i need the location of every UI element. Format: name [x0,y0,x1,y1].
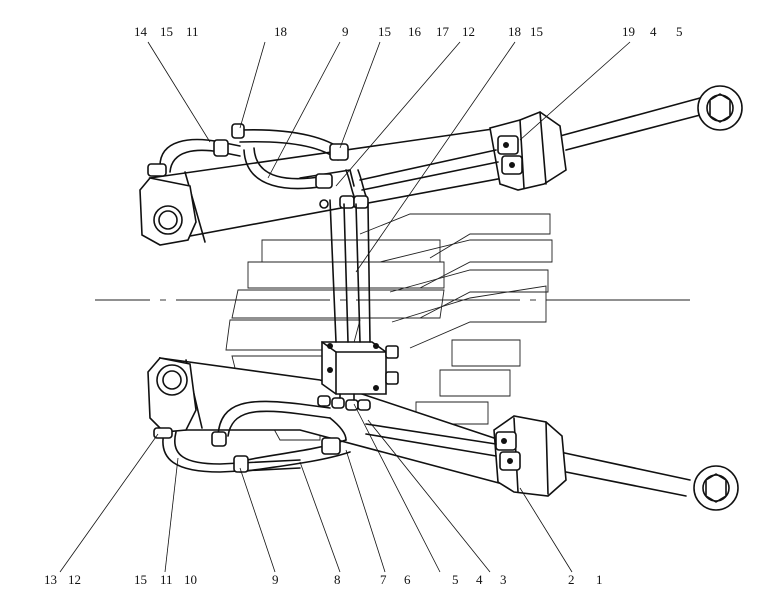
label-top: 19 [622,24,635,39]
label-bottom: 2 [568,572,575,587]
upper-cylinder [139,85,743,246]
label-bottom: 15 [134,572,147,587]
label-bottom: 11 [160,572,173,587]
label-top: 15 [378,24,391,39]
label-bottom: 13 [44,572,57,587]
label-top: 9 [342,24,349,39]
label-bottom: 9 [272,572,279,587]
lower-hoses [153,393,497,473]
label-top: 11 [186,24,199,39]
label-top: 5 [676,24,683,39]
label-top: 12 [462,24,475,39]
label-top: 4 [650,24,657,39]
upper-hoses [147,123,499,343]
label-top: 16 [408,24,422,39]
label-bottom: 10 [184,572,197,587]
leaders-bottom [59,403,573,573]
label-top: 15 [530,24,543,39]
label-top: 15 [160,24,173,39]
labels-top: 14 15 11 18 9 15 16 17 12 18 15 19 4 5 [134,24,683,39]
label-top: 18 [274,24,287,39]
label-top: 17 [436,24,450,39]
label-top: 18 [508,24,521,39]
label-bottom: 4 [476,572,483,587]
label-bottom: 3 [500,572,507,587]
label-top: 14 [134,24,148,39]
labels-bottom: 13 12 15 11 10 9 8 7 6 5 4 3 2 1 [44,572,603,587]
label-bottom: 7 [380,572,387,587]
lower-cylinder [147,357,739,511]
label-bottom: 5 [452,572,459,587]
leaders-top [147,41,631,273]
label-bottom: 6 [404,572,411,587]
label-bottom: 1 [596,572,603,587]
label-bottom: 8 [334,572,341,587]
label-bottom: 12 [68,572,81,587]
valve-block [321,341,399,395]
